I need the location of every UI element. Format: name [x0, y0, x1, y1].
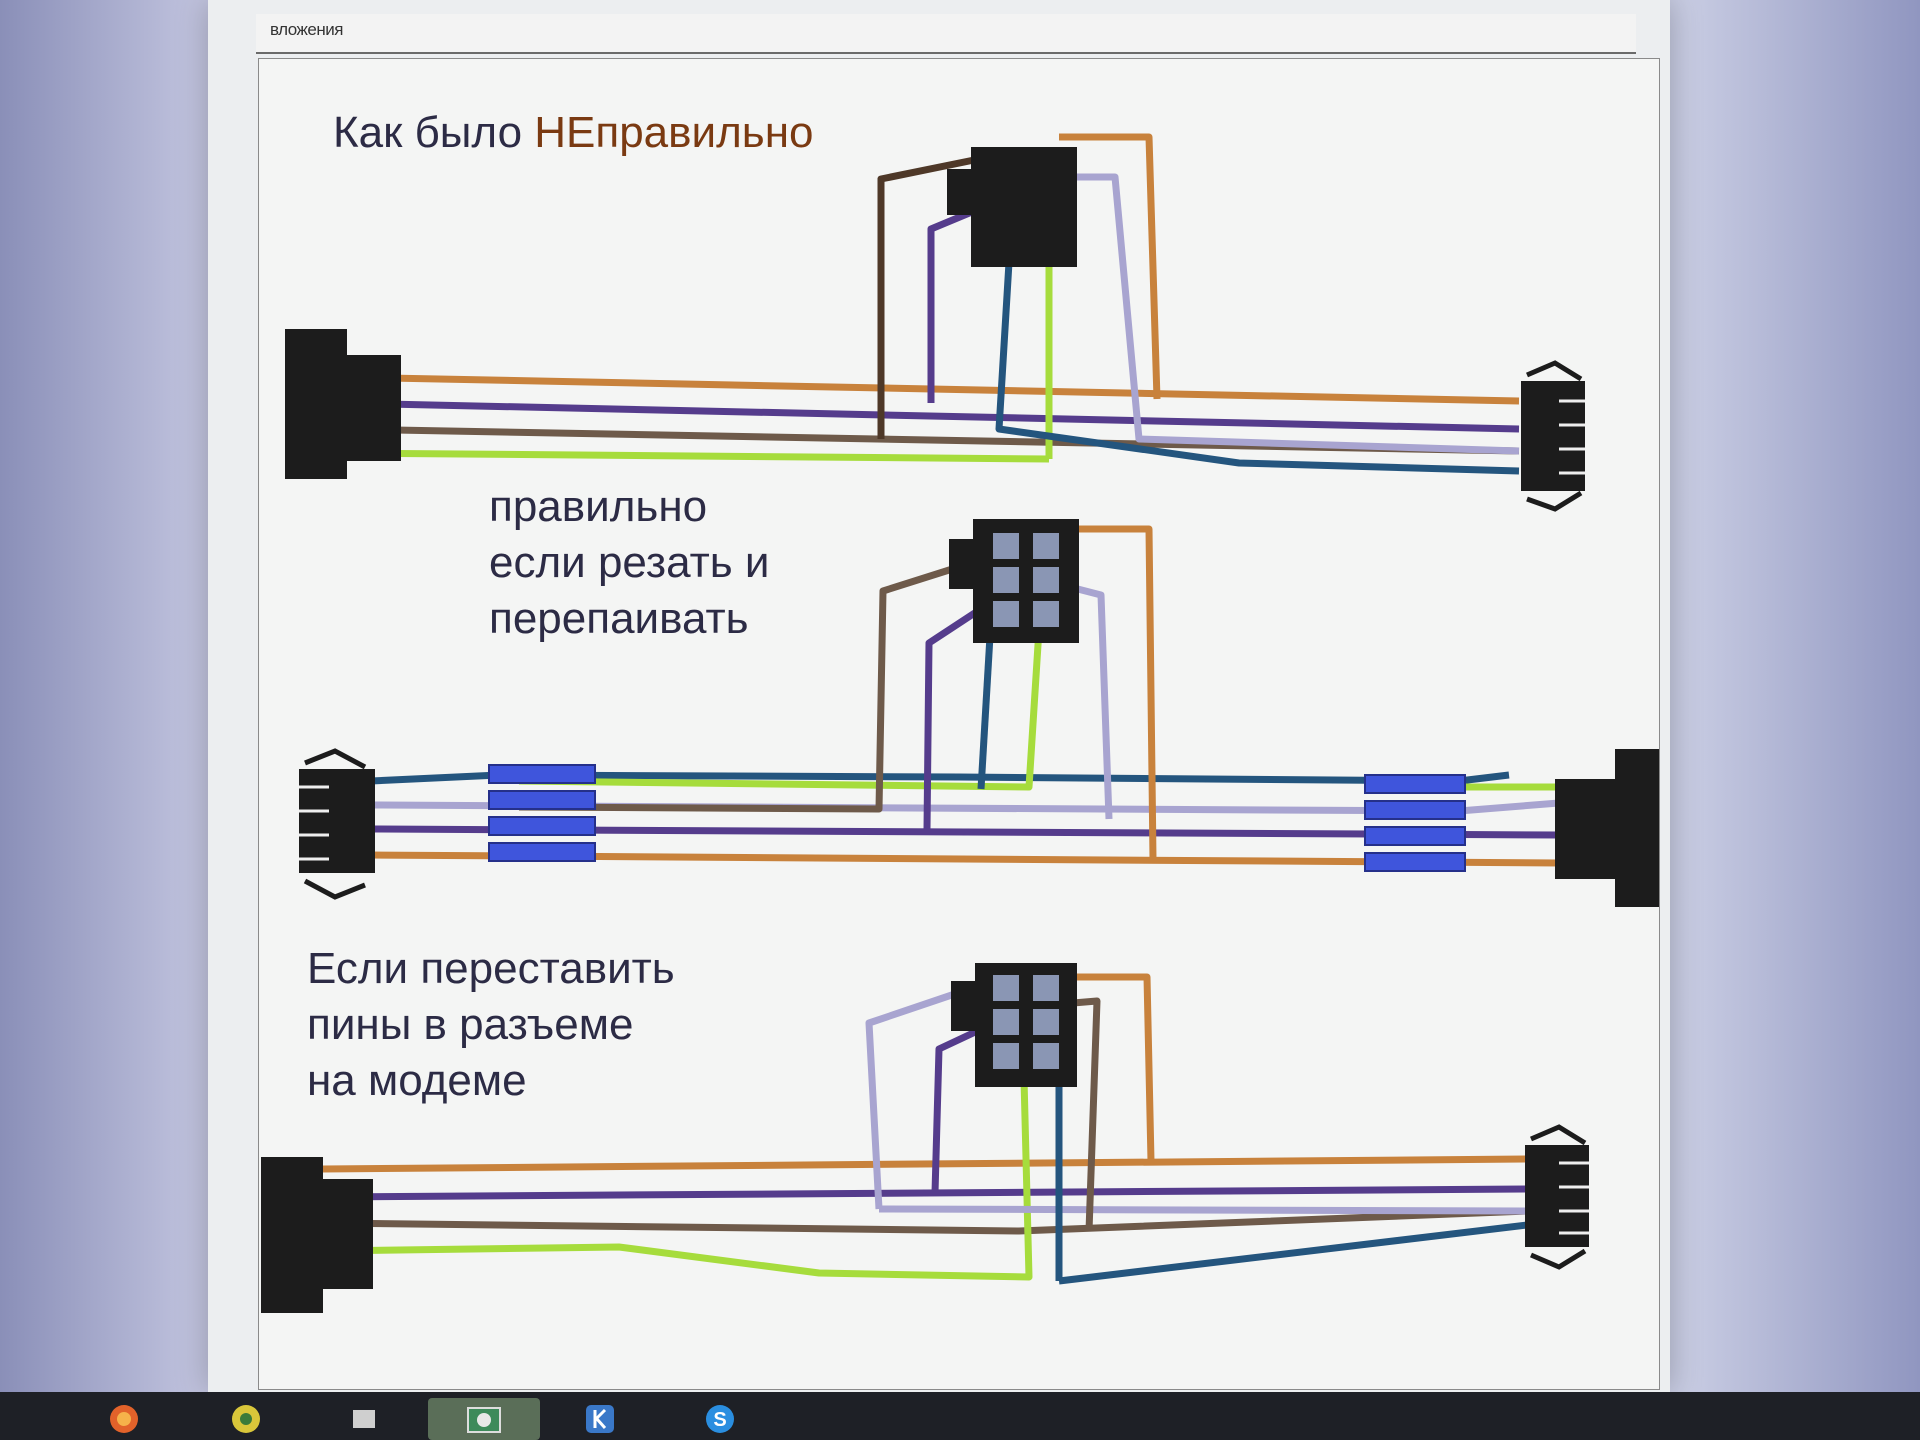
wire-orange-riser: [1063, 973, 1155, 1162]
taskbar: S: [0, 1392, 1920, 1440]
label-wrong: Как было НЕправильно: [333, 108, 813, 157]
app-icon[interactable]: [334, 1398, 394, 1440]
diagram-correct: правильно если резать и перепаивать: [299, 482, 1659, 907]
wiring-diagram: Как было НЕправильно: [261, 108, 1659, 1313]
label-pins-line1: Если переставить: [307, 944, 675, 993]
wire-teal: [1058, 1221, 1528, 1285]
wire-lavender: [1049, 173, 1520, 455]
connector-left-male: [299, 748, 375, 900]
wire-teal-riser: [977, 618, 995, 790]
skype-icon[interactable]: S: [690, 1398, 750, 1440]
label-correct-line3: перепаивать: [489, 594, 749, 643]
diagram-repin: Если переставить пины в разъеме на модем…: [261, 944, 1589, 1313]
attachments-tab-bar[interactable]: вложения: [256, 14, 1636, 54]
label-correct-line1: правильно: [489, 482, 707, 531]
wire-orange-riser: [1063, 525, 1157, 860]
wire-purple-riser: [927, 205, 981, 403]
connector-right-male: [1521, 360, 1585, 512]
connector-modem-pins: [949, 519, 1079, 643]
connector-left-female: [261, 1157, 373, 1313]
connector-left-female: [285, 329, 401, 479]
chrome-icon[interactable]: [216, 1398, 276, 1440]
label-pins-line3: на модеме: [307, 1056, 527, 1105]
svg-text:S: S: [713, 1409, 726, 1431]
wire-teal: [995, 228, 1520, 475]
connector-right-male: [1525, 1124, 1589, 1270]
label-pins-line2: пины в разъеме: [307, 1000, 634, 1049]
wire-orange-riser: [1059, 133, 1161, 400]
wire-green: [340, 449, 1050, 463]
connector-right-female: [1555, 749, 1659, 907]
label-correct-line2: если резать и: [489, 538, 769, 587]
wire-orange: [322, 1155, 1528, 1173]
label-wrong-highlight: НЕправильно: [534, 108, 813, 157]
wire-lavender-b: [878, 1205, 1528, 1215]
connector-modem-black: [947, 147, 1077, 267]
wire-green-top: [518, 628, 1043, 791]
k-app-icon[interactable]: [570, 1398, 630, 1440]
wire-brown-riser: [518, 561, 967, 813]
browser-icon[interactable]: [94, 1398, 154, 1440]
wire-green: [322, 1038, 1033, 1281]
splice-sleeves-left: [488, 764, 596, 862]
connector-modem-pins: [951, 963, 1077, 1087]
splice-sleeves-right: [1364, 774, 1466, 872]
wire-teal: [370, 771, 1510, 785]
wire-brown: [322, 1207, 1528, 1235]
image-viewer-icon[interactable]: [428, 1398, 540, 1440]
wire-dark-brown: [877, 155, 980, 439]
wire-purple: [322, 1185, 1528, 1201]
image-canvas: Как было НЕправильно: [258, 58, 1660, 1390]
diagram-wrong: Как было НЕправильно: [285, 108, 1585, 512]
wire-purple: [340, 399, 1520, 433]
tab-attachments-label[interactable]: вложения: [270, 20, 343, 39]
